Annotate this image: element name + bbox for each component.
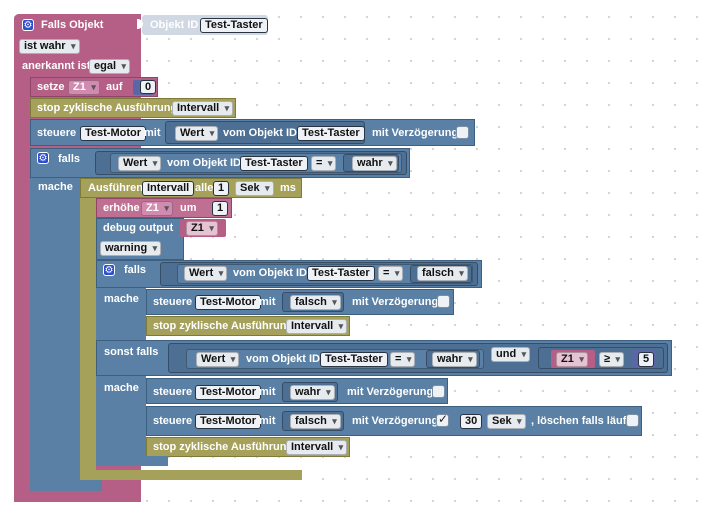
c1-op-dropdown[interactable]: = xyxy=(378,266,404,281)
ca-val-dropdown[interactable]: falsch xyxy=(290,295,341,310)
cb-device-field[interactable]: Test-Motor xyxy=(195,385,262,400)
and-dropdown[interactable]: und xyxy=(491,347,531,362)
c2-op-dropdown[interactable]: = xyxy=(390,352,416,367)
cb-val-dropdown[interactable]: wahr xyxy=(290,385,335,400)
stop3-dropdown[interactable]: Intervall xyxy=(286,440,348,455)
ca-device-field[interactable]: Test-Motor xyxy=(195,295,262,310)
inner-if-footer xyxy=(96,456,168,466)
stop3-label: stop zyklische Ausführung xyxy=(153,441,294,453)
elseif-label: sonst falls xyxy=(104,346,159,358)
control-device-field[interactable]: Test-Motor xyxy=(80,126,147,141)
cb-with-label: mit xyxy=(259,386,276,398)
control-with-label: mit xyxy=(144,127,161,139)
if-obj-field[interactable]: Test-Taster xyxy=(240,156,308,171)
inc-label: erhöhe xyxy=(103,202,140,214)
cc-val-dropdown[interactable]: falsch xyxy=(290,414,341,429)
interval-every-label: alle xyxy=(195,182,214,194)
interval-unit-dropdown[interactable]: Sek xyxy=(235,181,274,196)
inc-var-dropdown[interactable]: Z1 xyxy=(141,201,173,216)
cb-delay-checkbox[interactable] xyxy=(432,385,445,398)
cb-label: steuere xyxy=(153,386,193,398)
cc-unit-dropdown[interactable]: Sek xyxy=(487,414,526,429)
c2-num-field[interactable]: 5 xyxy=(638,352,655,367)
if-from-label: vom Objekt ID xyxy=(167,157,241,169)
debug-label: debug output xyxy=(103,222,174,234)
inner-do-label: mache xyxy=(104,293,139,305)
c2-val-dropdown[interactable]: wahr xyxy=(432,352,477,367)
if-val-dropdown[interactable]: wahr xyxy=(352,156,397,171)
control-wert-dropdown[interactable]: Wert xyxy=(175,126,219,141)
c2-cmp-dropdown[interactable]: ≥ xyxy=(599,352,625,367)
inner-if-label: falls xyxy=(124,264,147,276)
cc-label: steuere xyxy=(153,415,193,427)
interval-ms-label: ms xyxy=(280,182,296,194)
control-label: steuere xyxy=(37,127,77,139)
inc-n-field[interactable]: 1 xyxy=(212,201,229,216)
c2-wert-dropdown[interactable]: Wert xyxy=(196,352,240,367)
if-block[interactable] xyxy=(30,148,86,488)
c1-val-dropdown[interactable]: falsch xyxy=(417,266,468,281)
cc-clear-checkbox[interactable] xyxy=(626,414,639,427)
control-obj-field[interactable]: Test-Taster xyxy=(297,126,365,141)
stop-interval-dropdown[interactable]: Intervall xyxy=(172,101,234,116)
debug-level-dropdown[interactable]: warning xyxy=(100,241,162,256)
debug-var-dropdown[interactable]: Z1 xyxy=(186,221,218,236)
ca-delay-checkbox[interactable] xyxy=(437,295,450,308)
ca-label: steuere xyxy=(153,296,193,308)
if-op-dropdown[interactable]: = xyxy=(311,156,337,171)
inc-by-label: um xyxy=(180,202,197,214)
socket-nub xyxy=(137,19,143,29)
gear-icon[interactable]: ⚙ xyxy=(22,19,34,31)
ca-with-label: mit xyxy=(259,296,276,308)
set-value-field[interactable]: 0 xyxy=(140,80,157,94)
interval-name-field[interactable]: Intervall xyxy=(142,181,195,196)
interval-footer xyxy=(80,470,302,480)
cc-delay-checkbox[interactable] xyxy=(436,412,449,427)
event-block-footer xyxy=(14,492,141,502)
c1-from-label: vom Objekt ID xyxy=(233,267,307,279)
if-wert-dropdown[interactable]: Wert xyxy=(118,156,162,171)
cc-device-field[interactable]: Test-Motor xyxy=(195,414,262,429)
control-delay-checkbox[interactable] xyxy=(456,126,469,139)
elseif-do-label: mache xyxy=(104,382,139,394)
c2-from-label: vom Objekt ID xyxy=(246,353,320,365)
cc-n-field[interactable]: 30 xyxy=(460,414,483,429)
stop2-dropdown[interactable]: Intervall xyxy=(286,319,348,334)
ack-label: anerkannt ist xyxy=(22,60,91,72)
gear-icon[interactable]: ⚙ xyxy=(103,264,115,276)
cc-delay-label: mit Verzögerung xyxy=(352,415,439,427)
set-label: setze xyxy=(37,81,65,93)
if-footer xyxy=(30,480,102,491)
set-var-dropdown[interactable]: Z1 xyxy=(68,80,100,95)
interval-block[interactable] xyxy=(80,178,96,478)
trigger-dropdown[interactable]: ist wahr xyxy=(19,39,80,54)
interval-label: Ausführen xyxy=(88,182,143,194)
cc-with-label: mit xyxy=(259,415,276,427)
object-id-prefix: Objekt ID xyxy=(150,19,199,31)
object-id-field[interactable]: Test-Taster xyxy=(200,18,268,33)
c1-obj-field[interactable]: Test-Taster xyxy=(307,266,375,281)
ack-dropdown[interactable]: egal xyxy=(89,59,131,74)
c2-obj-field[interactable]: Test-Taster xyxy=(320,352,388,367)
interval-n-field[interactable]: 1 xyxy=(213,181,230,196)
if-label: falls xyxy=(58,153,81,165)
control-from-label: vom Objekt ID xyxy=(223,127,297,139)
stop-label: stop zyklische Ausführung xyxy=(37,102,178,114)
c1-wert-dropdown[interactable]: Wert xyxy=(184,266,228,281)
ca-delay-label: mit Verzögerung xyxy=(352,296,439,308)
cb-delay-label: mit Verzögerung xyxy=(347,386,434,398)
cc-clear-label: , löschen falls läuft xyxy=(531,415,631,427)
event-title: Falls Objekt xyxy=(41,19,104,31)
stop2-label: stop zyklische Ausführung xyxy=(153,320,294,332)
c2-var-dropdown[interactable]: Z1 xyxy=(556,352,588,367)
set-to-label: auf xyxy=(106,81,123,93)
control-delay-label: mit Verzögerung xyxy=(372,127,459,139)
if-do-label: mache xyxy=(38,181,73,193)
gear-icon[interactable]: ⚙ xyxy=(37,152,49,164)
